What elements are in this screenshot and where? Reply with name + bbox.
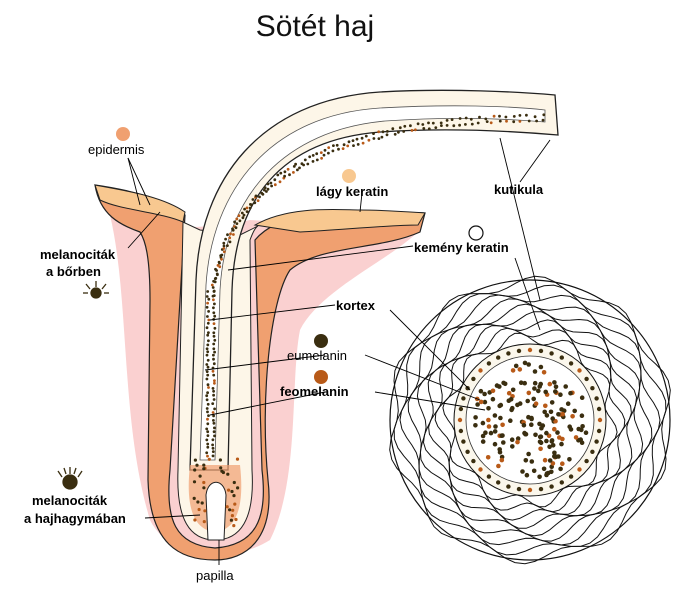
cortex-band	[199, 105, 546, 461]
label-epidermis: epidermis	[88, 142, 145, 157]
epidermis-right	[253, 208, 426, 233]
cross-section	[389, 275, 671, 565]
hair-shaft	[189, 89, 559, 471]
label-pheomelanin: feomelanin	[280, 384, 349, 399]
page-title: Sötét haj	[255, 10, 375, 43]
label-cuticle: kutikula	[494, 182, 544, 197]
label-melanocytes-follicle-2: a hajhagymában	[24, 511, 126, 526]
soft-keratin-swatch	[342, 169, 356, 183]
eumelanin-swatch	[314, 334, 328, 348]
label-papilla: papilla	[196, 568, 234, 583]
label-melanocytes-skin-2: a bőrben	[46, 264, 101, 279]
melanocyte-follicle-icon	[57, 467, 83, 490]
bulb-melanocytes	[192, 457, 240, 528]
label-melanocytes-follicle-1: melanociták	[32, 493, 108, 508]
follicle-outer-sheath	[94, 184, 426, 561]
leader-lines	[127, 137, 551, 565]
melanocyte-skin-icon	[83, 281, 109, 299]
label-melanocytes-skin-1: melanociták	[40, 247, 116, 262]
label-cortex: kortex	[336, 298, 376, 313]
papilla-shape	[205, 481, 227, 541]
hard-keratin-swatch	[468, 225, 484, 241]
label-eumelanin: eumelanin	[287, 348, 347, 363]
cortex-melanin-dots	[205, 113, 546, 458]
label-hard-keratin: kemény keratin	[414, 240, 509, 255]
pheomelanin-swatch	[314, 370, 328, 384]
label-soft-keratin: lágy keratin	[316, 184, 389, 199]
epidermis-swatch	[116, 127, 130, 141]
